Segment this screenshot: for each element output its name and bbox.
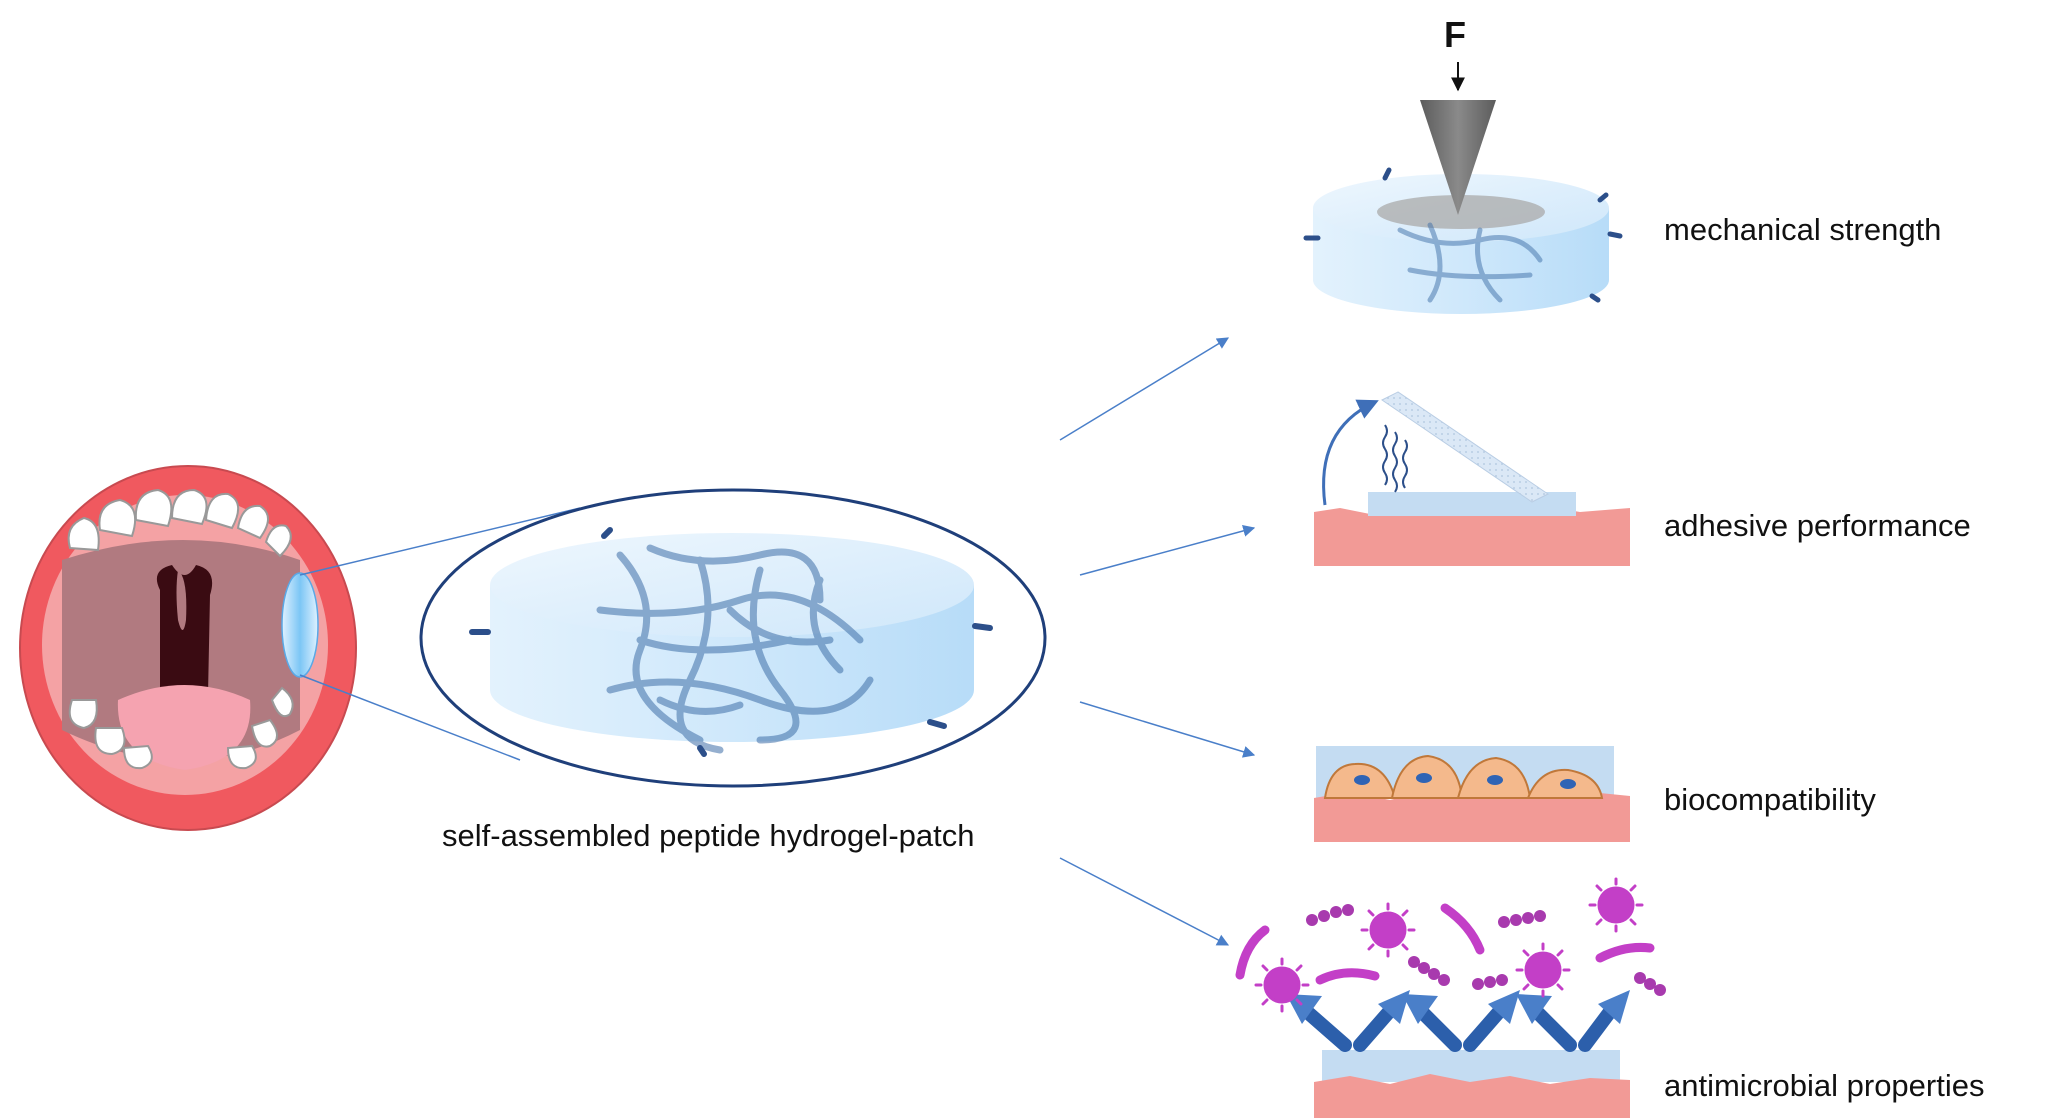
adhesive-performance-illustration [1314, 391, 1630, 566]
force-label: F [1444, 14, 1466, 55]
connector-arrows [1059, 337, 1256, 946]
property-label-antimicrobial-properties: antimicrobial properties [1664, 1068, 1985, 1103]
property-label-adhesive-performance: adhesive performance [1664, 508, 1971, 543]
zoom-lines [299, 507, 581, 761]
biocompatibility-illustration [1314, 746, 1630, 842]
center-label: self-assembled peptide hydrogel-patch [442, 818, 975, 853]
property-label-biocompatibility: biocompatibility [1664, 782, 1876, 817]
antimicrobial-illustration [1235, 877, 1666, 1118]
oral-hydrogel-patch [281, 572, 319, 678]
mechanical-strength-illustration [1303, 62, 1623, 314]
property-label-mechanical-strength: mechanical strength [1664, 212, 1942, 247]
central-hydrogel [419, 488, 1047, 788]
mouth-illustration [19, 465, 357, 831]
